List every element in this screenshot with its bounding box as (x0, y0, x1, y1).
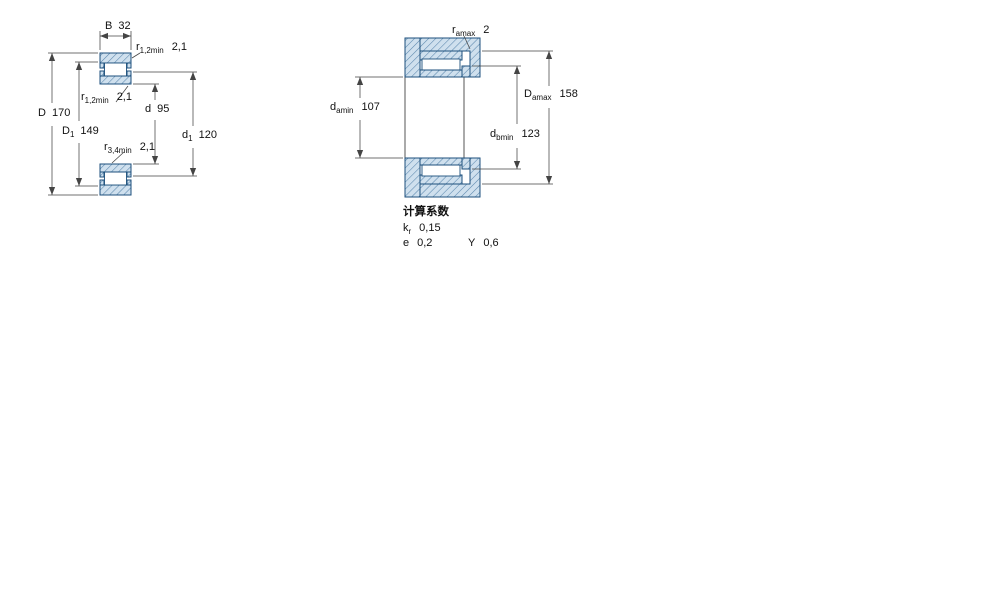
outer-ring-flange (126, 62, 132, 69)
shaft-abutment-top (404, 37, 421, 78)
inner-ring-flange (126, 70, 132, 77)
inner-ring-top (99, 75, 132, 85)
left-bottom-section (99, 163, 132, 196)
extension-line-dbmin (472, 65, 521, 170)
left-top-section (99, 52, 132, 85)
right-top-assembly (404, 37, 481, 78)
leader-ramax (463, 35, 471, 50)
outer-ring-flange (99, 179, 105, 186)
flange-ring-top (461, 65, 471, 78)
leader-r12-side (115, 85, 129, 103)
extension-line-D (48, 52, 98, 196)
inner-ring-flange (99, 171, 105, 178)
outer-ring-top (99, 52, 132, 64)
inner-ring-bottom (419, 157, 463, 166)
leader-r12-top (131, 52, 141, 59)
extension-line-B (99, 31, 132, 50)
extension-line-damin (355, 76, 403, 159)
inner-ring-flange (99, 70, 105, 77)
roller-top (104, 62, 127, 78)
leader-r34 (111, 151, 125, 164)
inner-ring-top (419, 69, 463, 78)
outer-ring-flange (99, 62, 105, 69)
calc-factors-title: 计算系数 (403, 204, 449, 218)
flange-ring-bottom (461, 157, 471, 170)
shaft-abutment-bottom (404, 157, 421, 198)
roller-bottom (104, 170, 127, 186)
extension-line-d1 (133, 71, 197, 177)
inner-ring-flange (126, 171, 132, 178)
outer-ring-bottom (99, 184, 132, 196)
right-bottom-assembly (404, 157, 481, 198)
outer-ring-flange (126, 179, 132, 186)
extension-line-Damax (482, 50, 553, 185)
shaft-section (404, 76, 465, 159)
inner-ring-bottom (99, 163, 132, 173)
extension-line-D1 (75, 61, 98, 187)
